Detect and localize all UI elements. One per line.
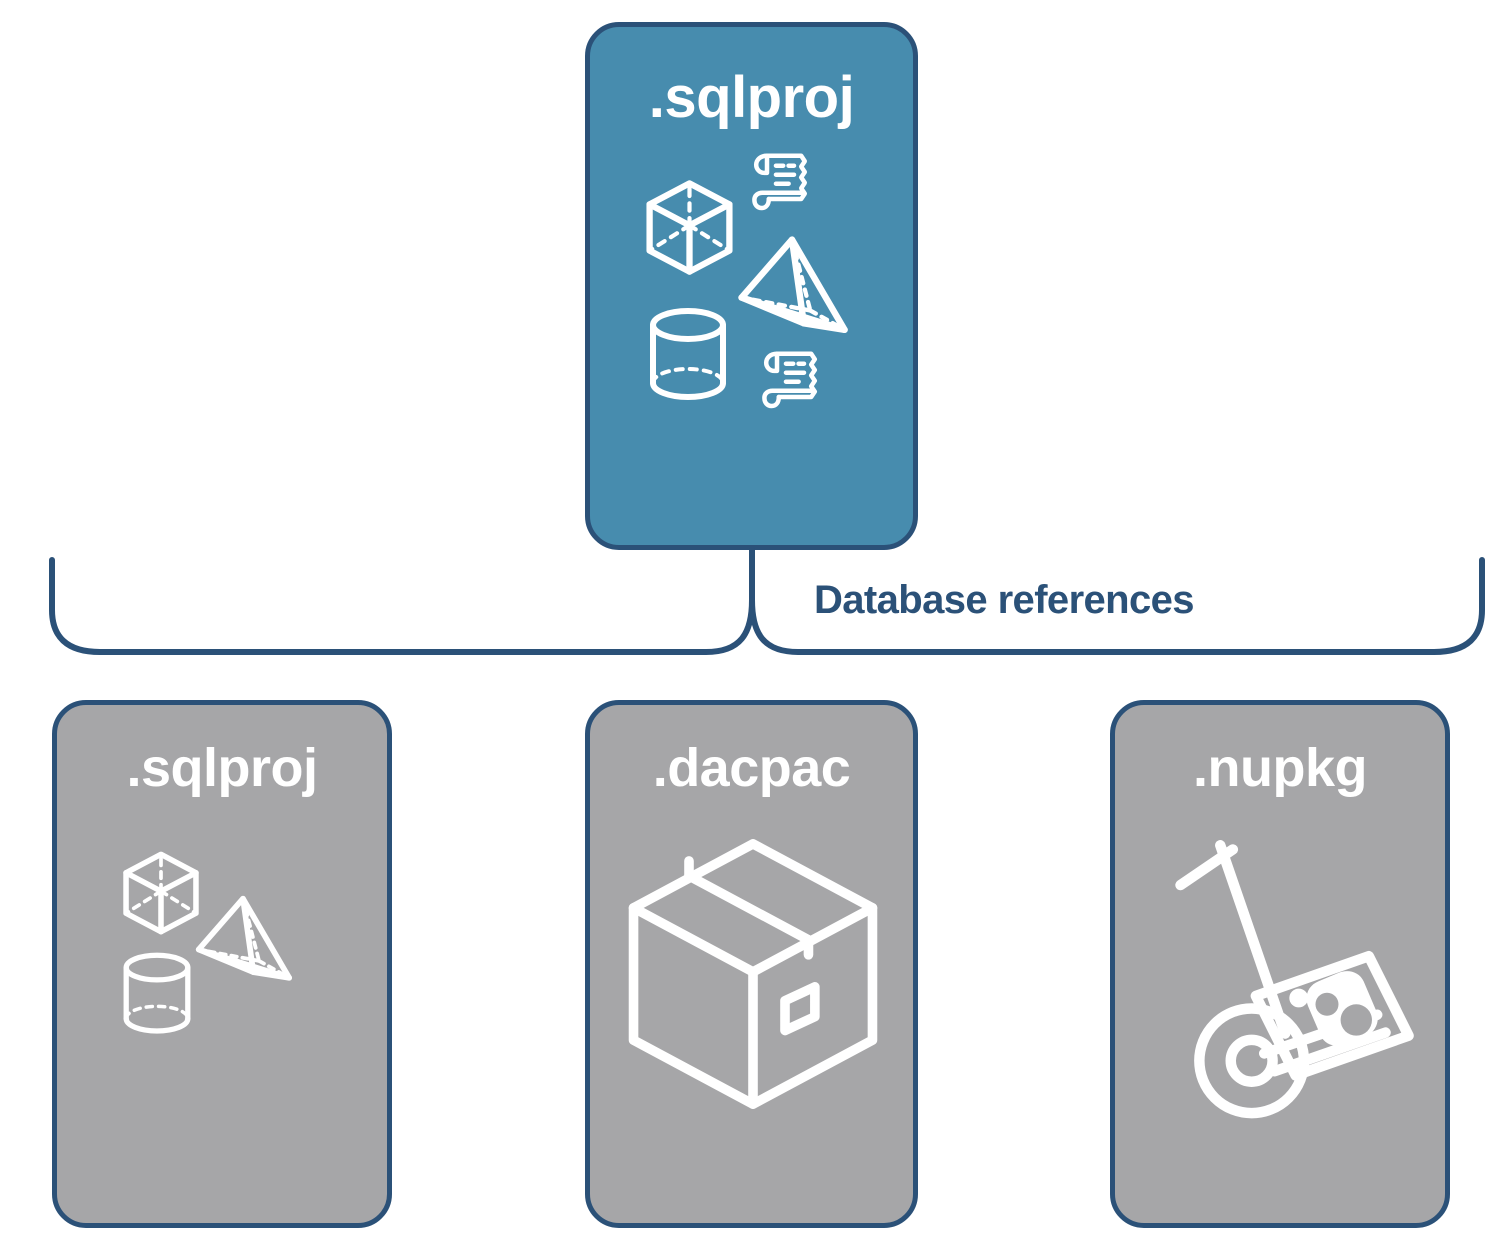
nupkg-icon-group: [1145, 805, 1415, 1135]
cylinder-icon: [649, 308, 726, 400]
connector-label: Database references: [814, 578, 1195, 622]
package-box-icon: [628, 839, 877, 1109]
scroll-icon: [751, 153, 807, 211]
node-card-root-sqlproj[interactable]: .sqlproj: [585, 22, 918, 550]
card-title: .sqlproj: [126, 738, 318, 798]
node-card-ref-sqlproj[interactable]: .sqlproj: [52, 700, 392, 1228]
pyramid-icon: [195, 895, 292, 981]
database-references-brace: [49, 548, 1485, 655]
card-title: .sqlproj: [648, 65, 855, 130]
cylinder-icon: [123, 952, 191, 1034]
root-icon-group: [637, 145, 867, 435]
dacpac-icon-group: [617, 805, 887, 1135]
nuget-package-icon: [1250, 950, 1414, 1081]
sqlproj-icon-group: [87, 805, 357, 1135]
card-title: .nupkg: [1193, 738, 1367, 798]
scroll-icon: [761, 351, 817, 409]
card-title: .dacpac: [652, 738, 851, 798]
cube-icon: [645, 180, 733, 275]
hand-truck-icon: [1175, 840, 1414, 1119]
pyramid-icon: [737, 236, 848, 333]
node-card-ref-dacpac[interactable]: .dacpac: [585, 700, 918, 1228]
cube-icon: [123, 851, 199, 935]
node-card-ref-nupkg[interactable]: .nupkg: [1110, 700, 1450, 1228]
